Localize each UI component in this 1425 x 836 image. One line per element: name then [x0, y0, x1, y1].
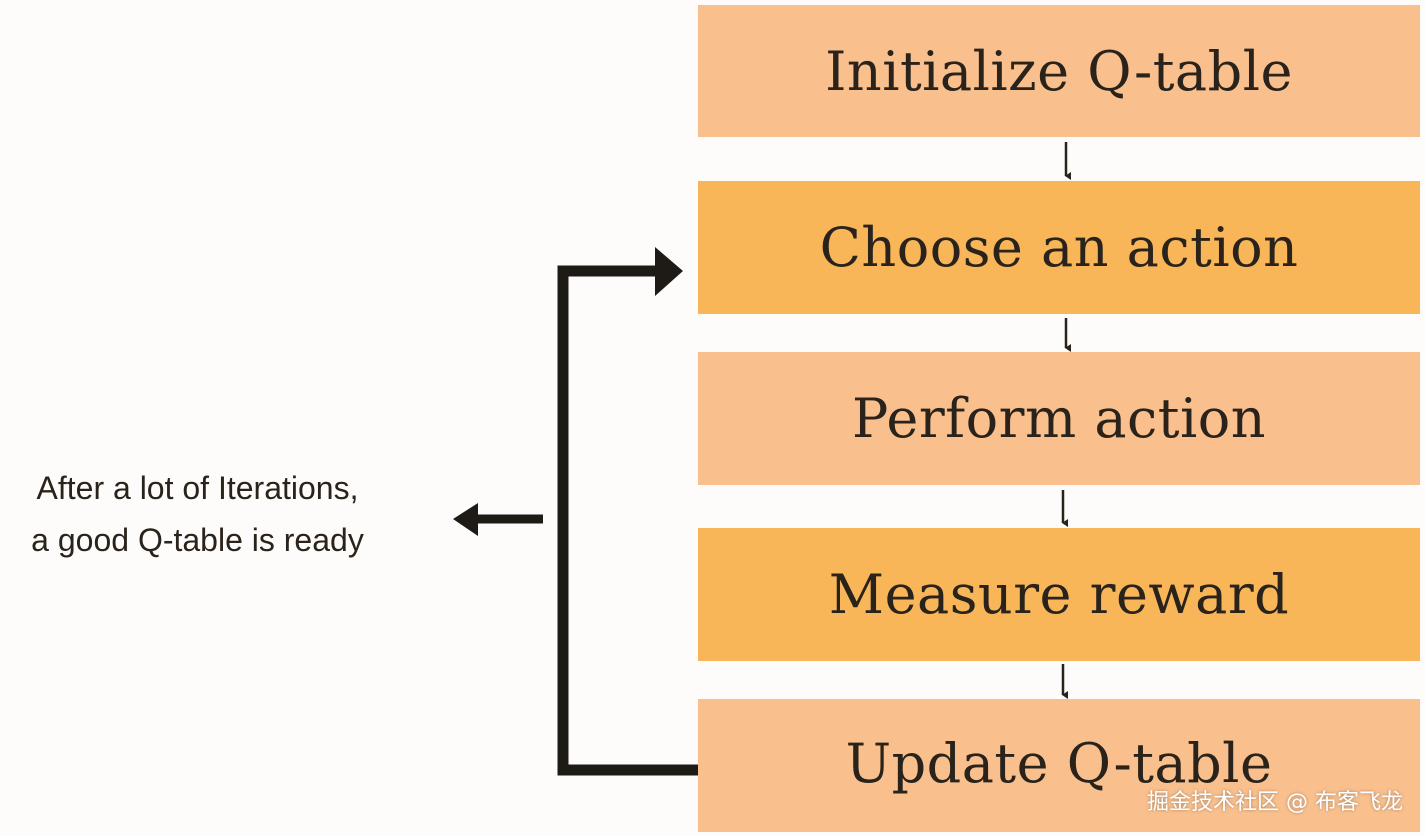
exit-arrowhead [453, 503, 478, 536]
result-note: After a lot of Iterations, a good Q-tabl… [0, 462, 395, 566]
loop-back-arrowhead [655, 247, 683, 296]
step-label: Update Q-table [845, 732, 1273, 795]
step-label: Measure reward [828, 563, 1290, 626]
step-choose-action: Choose an action [698, 181, 1420, 314]
step-label: Choose an action [819, 216, 1299, 279]
step-label: Perform action [851, 387, 1267, 450]
step-initialize-q-table: Initialize Q-table [698, 5, 1420, 137]
watermark: 掘金技术社区 @ 布客飞龙 [1147, 790, 1403, 815]
step-label: Initialize Q-table [825, 39, 1293, 103]
result-note-line-1: After a lot of Iterations, [36, 470, 359, 506]
step-measure-reward: Measure reward [698, 528, 1420, 661]
result-note-line-2: a good Q-table is ready [31, 522, 364, 558]
step-perform-action: Perform action [698, 352, 1420, 485]
step-update-q-table: Update Q-table [698, 699, 1420, 832]
loop-back-line [557, 265, 698, 776]
